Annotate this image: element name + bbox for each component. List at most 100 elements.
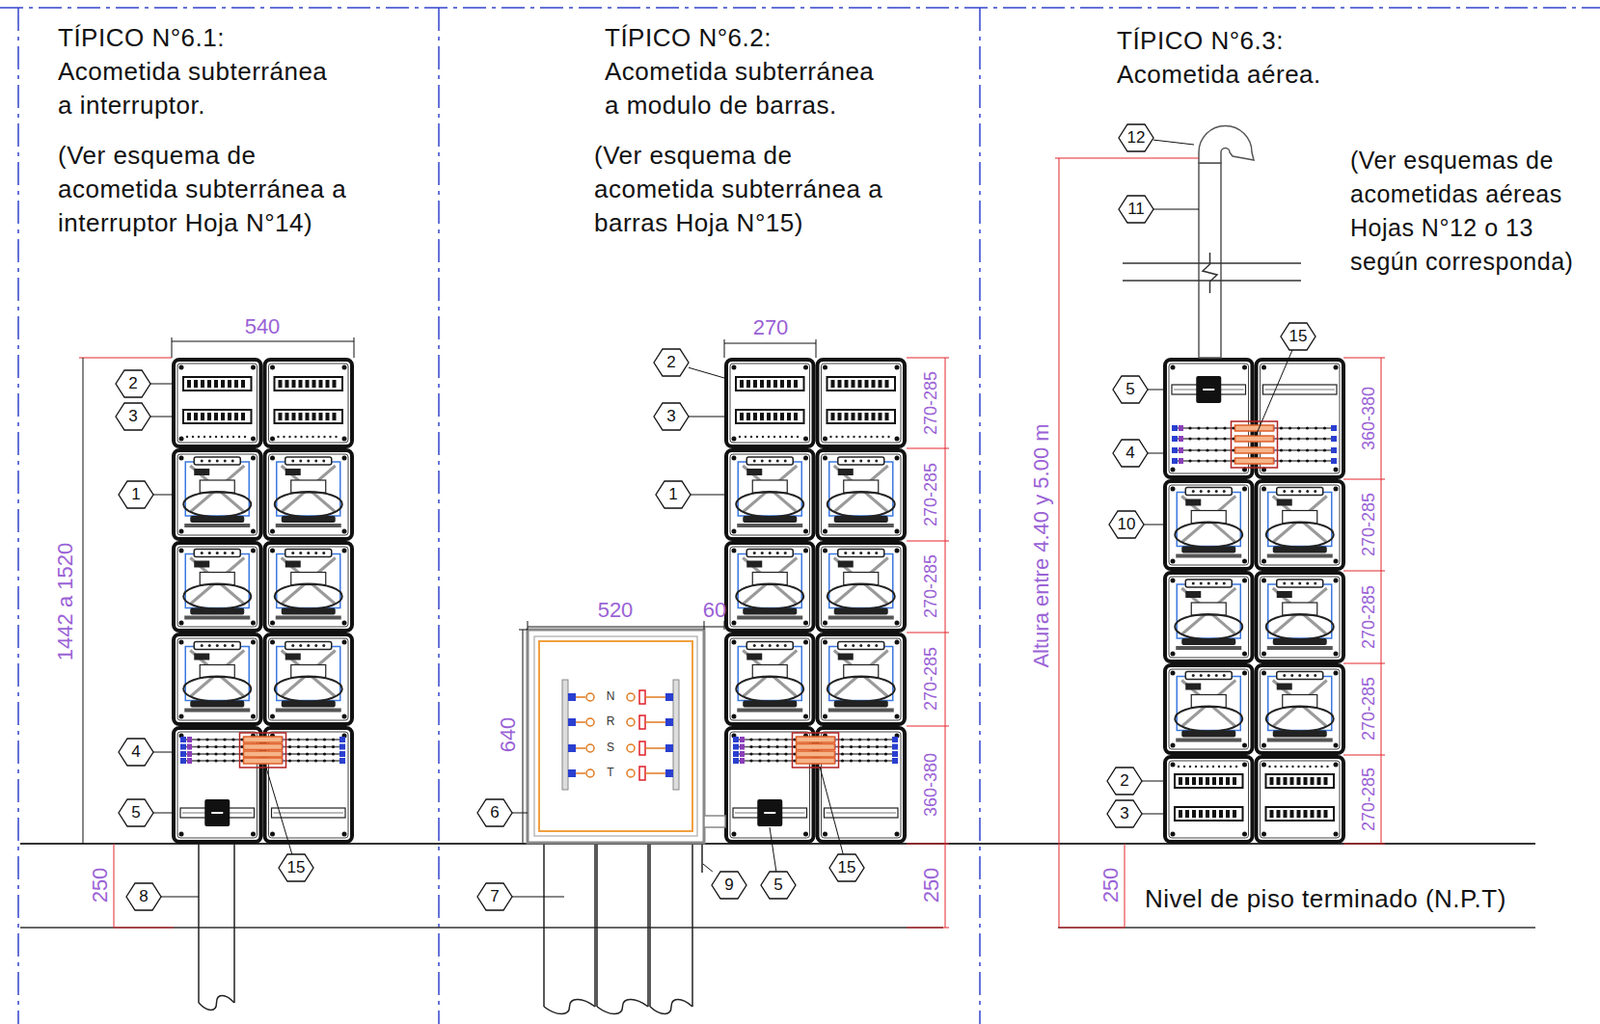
bus-terminal: [339, 758, 346, 764]
box-inner: [177, 546, 258, 627]
box-bolt: [250, 529, 256, 535]
meter-screw: [874, 460, 878, 463]
meter-shade: [742, 558, 797, 605]
bus-screw: [749, 759, 753, 762]
breaker-pole: [766, 379, 771, 388]
callout-hexagon: [118, 481, 154, 509]
rail-dot: [323, 435, 326, 438]
meter-symbol: [274, 642, 343, 713]
meter-base: [828, 708, 895, 713]
meter-base: [742, 701, 797, 708]
leader-line: [1255, 350, 1293, 436]
meter-screw: [208, 644, 212, 648]
box-frame: [817, 542, 906, 631]
dimension-line: [171, 337, 173, 358]
bus-screw: [875, 737, 879, 741]
bus-screw: [196, 759, 200, 762]
leader-line: [1147, 389, 1164, 391]
conduit-break: [543, 1000, 596, 1015]
bus-screw: [867, 759, 870, 762]
breaker-pole: [220, 379, 225, 388]
box-frame: [726, 450, 814, 540]
breaker-rail: [183, 409, 252, 424]
bus-screw: [331, 752, 335, 756]
bus-terminal: [568, 769, 576, 778]
bridge-clamp: [244, 758, 283, 764]
breaker-strip: [1174, 774, 1244, 788]
meter-shade: [189, 558, 245, 605]
meter-screw: [291, 551, 295, 555]
bus-terminal: [1330, 458, 1337, 464]
din-rail: [826, 813, 897, 814]
bus-screw: [884, 759, 888, 762]
meter-screw: [843, 551, 847, 555]
dimension-label: 270: [753, 316, 789, 340]
typical-title: TÍPICO N°6.3:: [1116, 24, 1600, 58]
leader-line: [512, 813, 528, 814]
meter-display: [1185, 683, 1201, 691]
meter-base: [736, 523, 803, 528]
meter-screw: [223, 460, 227, 463]
border-line: [17, 7, 20, 1024]
rail-dot: [226, 435, 229, 438]
meter-shade: [1273, 588, 1328, 635]
callout-number: 15: [1289, 327, 1308, 347]
rail-dot: [1326, 765, 1329, 768]
main-breaker: [211, 812, 223, 814]
meter-base: [828, 616, 895, 621]
bus-terminal: [892, 751, 898, 758]
bus-screw: [784, 752, 787, 756]
meter-base: [275, 523, 342, 528]
dimension-label: 540: [244, 315, 281, 339]
breaker-pole: [234, 379, 239, 388]
meter-body: [1266, 522, 1334, 548]
bus-screw: [784, 745, 787, 749]
dimension-line: [724, 343, 816, 345]
bus-screw: [1196, 436, 1200, 440]
box-inner: [821, 638, 902, 721]
meter-screw: [291, 644, 295, 648]
leader-line: [153, 813, 172, 814]
bus-screw: [858, 752, 862, 756]
dimension-label: 270-285: [922, 647, 942, 711]
dimension-label: 270-285: [1359, 492, 1380, 557]
bus-bolt: [626, 693, 635, 702]
box-bolt: [1170, 651, 1176, 657]
bus-terminal: [1178, 447, 1184, 454]
breaker-pole: [292, 412, 297, 421]
meter-top: [1185, 672, 1232, 680]
breaker-strip: [183, 409, 252, 424]
meter-screw: [1282, 582, 1286, 586]
bus-terminal: [1178, 458, 1184, 464]
breaker-pole: [298, 412, 303, 421]
meter-top: [1276, 672, 1324, 680]
bus-screw: [214, 745, 217, 749]
bridge-clamp: [1235, 458, 1275, 464]
dimension-line: [527, 626, 725, 628]
meter-shade: [281, 465, 336, 513]
meter-outline: [1176, 492, 1241, 547]
bus-bar: [645, 747, 666, 750]
breaker-rail: [827, 377, 896, 391]
breaker-pole: [200, 412, 205, 421]
meter-screw: [298, 460, 302, 463]
bus-screw: [1222, 459, 1226, 462]
box-bolt: [1242, 487, 1248, 492]
breaker-pole: [1276, 777, 1281, 786]
dimension-line: [704, 621, 706, 630]
meter-shade: [834, 558, 889, 605]
meter-body: [183, 491, 251, 517]
breaker-pole: [234, 412, 239, 421]
meter-base: [1273, 546, 1328, 554]
breaker-pole: [1324, 810, 1329, 818]
breaker-pole: [773, 412, 778, 421]
rail-dot: [869, 435, 872, 438]
bridge-clamp: [244, 736, 283, 743]
meter-base: [184, 523, 250, 528]
meter-screw: [216, 460, 219, 463]
box-bolt: [732, 548, 737, 554]
bus-screw: [1288, 426, 1292, 430]
meter-display: [838, 653, 854, 661]
meter-base: [736, 708, 803, 713]
meter-symbol: [183, 549, 251, 621]
